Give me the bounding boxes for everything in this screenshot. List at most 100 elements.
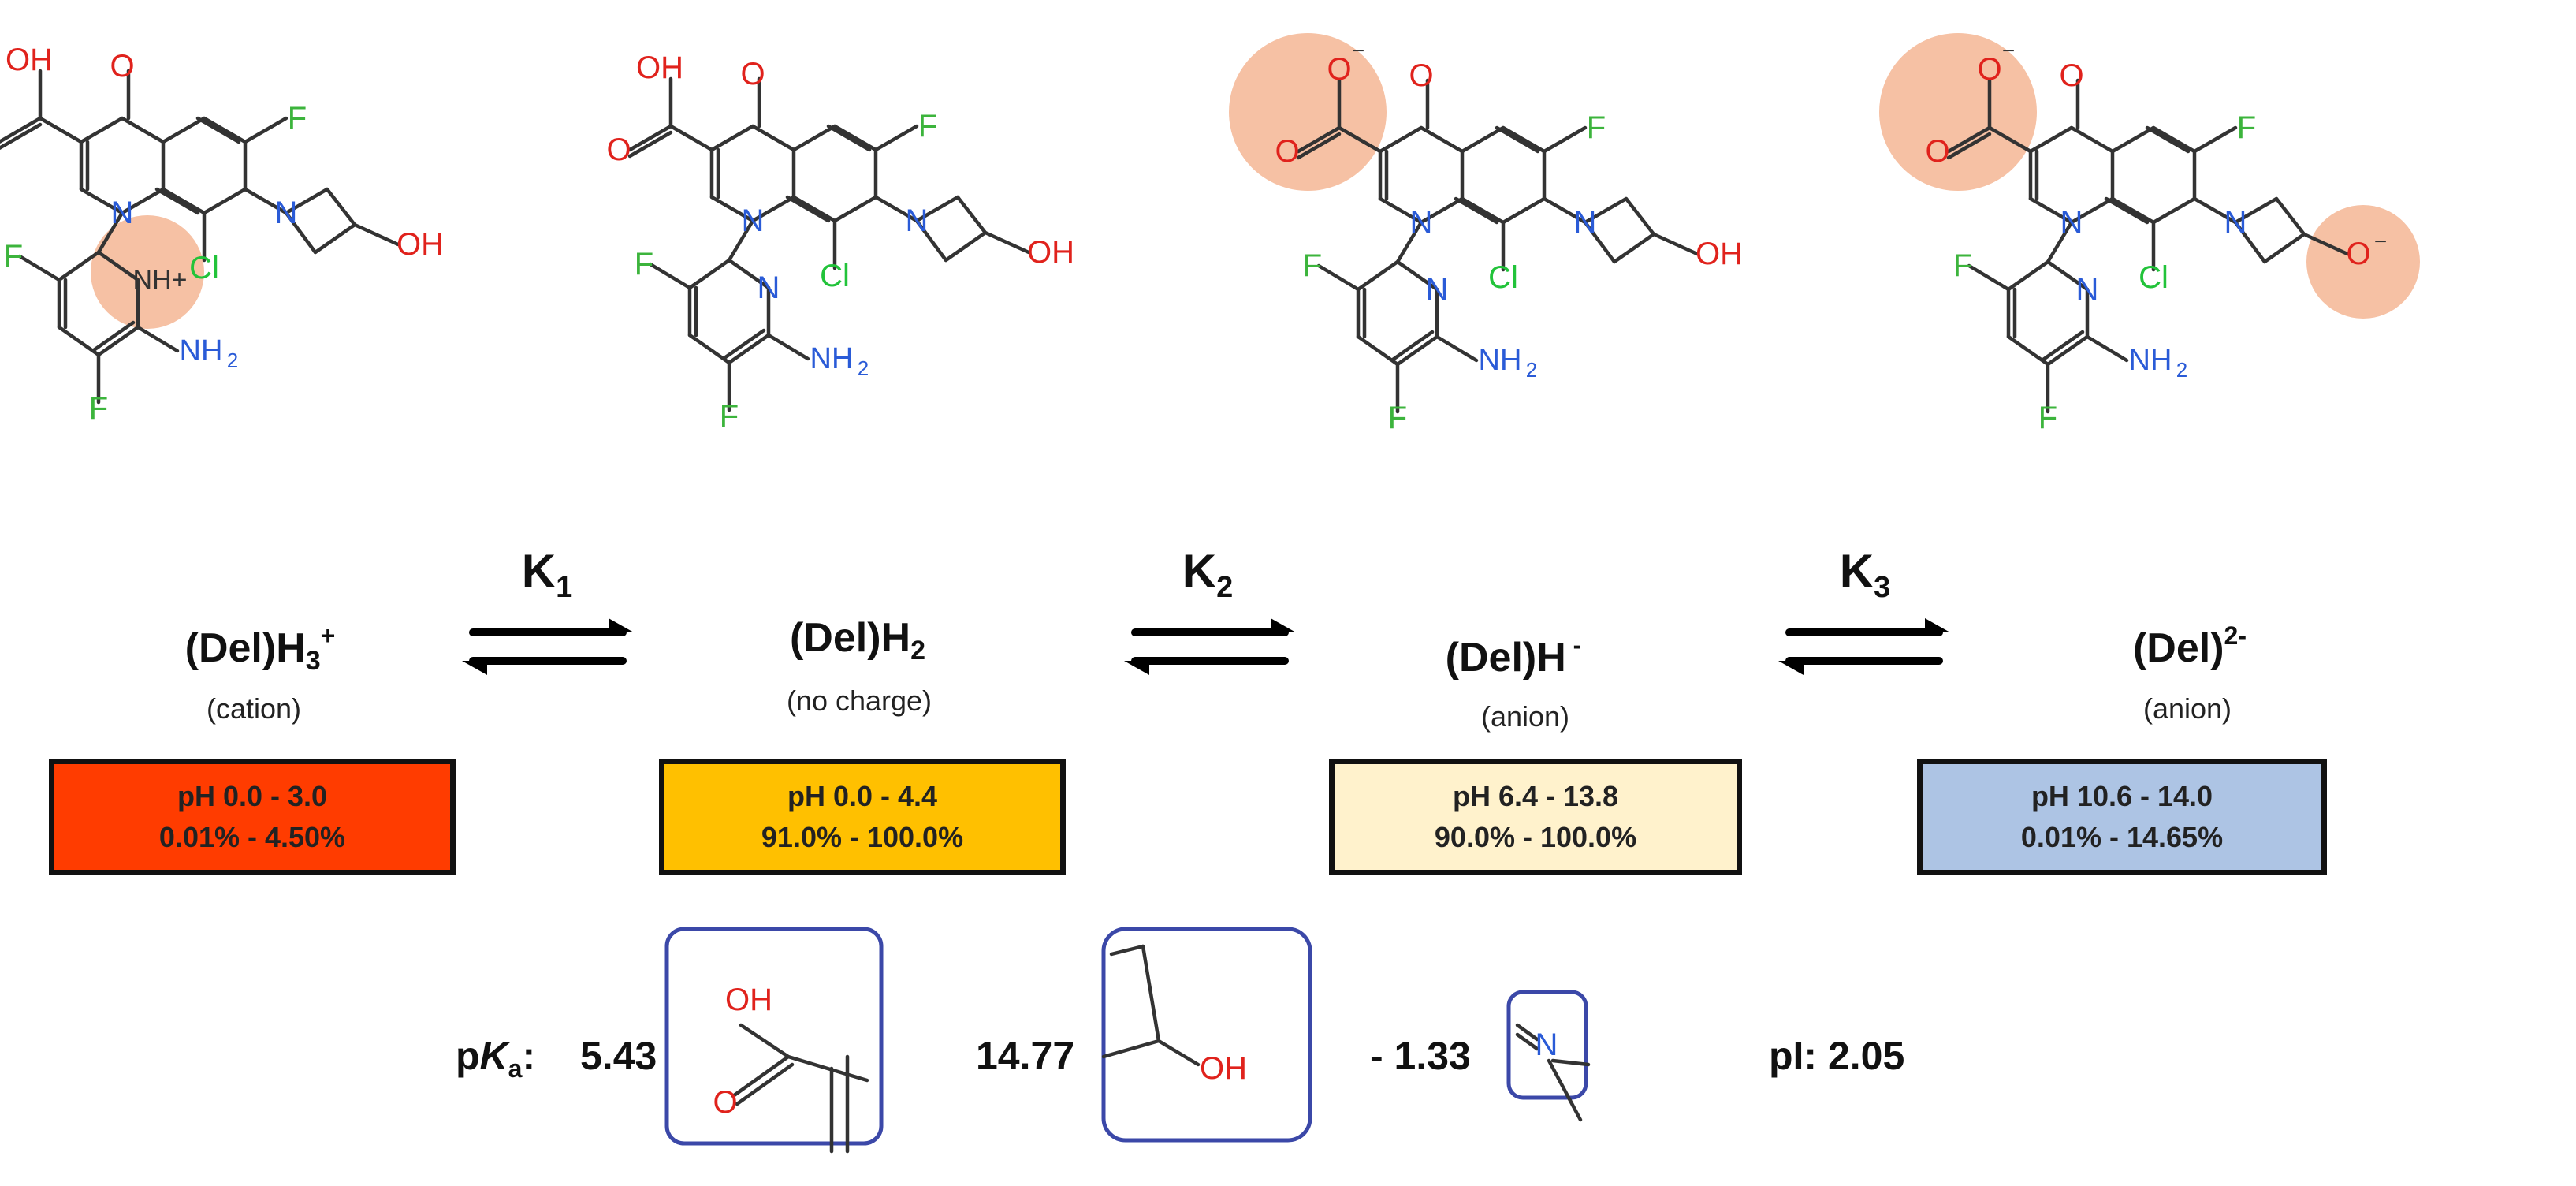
atom-label-f: F <box>288 101 307 136</box>
pka-value-carboxyl: 5.43 <box>580 1034 657 1078</box>
group-box-pyridine-n <box>1506 990 1588 1100</box>
atom-label-amine-nh2: NH <box>2129 344 2172 377</box>
ph-range-dianion: pH 10.6 - 14.0 <box>2031 780 2213 812</box>
bond <box>1395 220 1424 264</box>
bond <box>1946 125 1992 154</box>
bond <box>668 124 714 152</box>
ionization-highlight-carboxylate <box>1879 33 2037 191</box>
atom-label-carboxylate-o: O <box>1977 52 2001 87</box>
bond <box>735 1062 795 1106</box>
atom-label-amine-nh2: NH <box>1479 344 1522 377</box>
double-bond <box>1495 125 1540 154</box>
atom-label-carbonyl-o: O <box>713 1085 737 1120</box>
bond <box>709 124 755 152</box>
atom-label-f: F <box>1587 110 1606 145</box>
atom-label-azetidine-n: N <box>2224 205 2247 240</box>
atom-label-pyridine-n: N <box>1536 1027 1558 1062</box>
bond <box>1419 125 1465 154</box>
bond <box>120 187 166 215</box>
bond <box>1624 196 1656 237</box>
charge-minus: − <box>2002 39 2015 63</box>
bond <box>2233 220 2267 264</box>
charge-minus: − <box>1352 39 1364 63</box>
atom-label-carboxylate-o: O <box>1327 52 1351 87</box>
ph-range-cation: pH 0.0 - 3.0 <box>177 780 328 812</box>
bond <box>832 195 878 223</box>
bond <box>914 218 948 263</box>
bond <box>627 124 673 152</box>
double-bond <box>826 124 872 152</box>
ph-range-neutral: pH 0.0 - 4.4 <box>787 780 938 812</box>
bond <box>2151 125 2197 154</box>
bond <box>284 187 329 215</box>
bond <box>79 187 125 215</box>
bond <box>1583 196 1629 225</box>
atom-label-hydroxyl-oh: OH <box>396 227 444 262</box>
atom-label-f: F <box>1388 401 1407 435</box>
bond <box>1460 125 1506 154</box>
atom-label-f: F <box>4 239 23 274</box>
atom-label-alkoxide-o: O <box>2346 237 2370 271</box>
atom-label-quinolone-n: N <box>1410 205 1433 240</box>
bond <box>0 116 43 144</box>
bond <box>136 325 180 353</box>
atom-label-quinolone-n: N <box>742 203 765 238</box>
bond <box>38 116 84 144</box>
bond <box>1515 1023 1539 1042</box>
atom-label-hydroxyl-oh: OH <box>1200 1051 1247 1086</box>
bond <box>79 116 125 144</box>
atom-label-carbonyl-o: O <box>1925 134 1949 169</box>
atom-label-pyridine-n: N <box>758 270 780 305</box>
bond <box>1109 944 1145 957</box>
bond <box>1337 125 1383 154</box>
atom-label-quinolone-n: N <box>2060 205 2083 240</box>
bond <box>57 325 101 357</box>
bond <box>1419 196 1465 225</box>
bond <box>1501 125 1547 154</box>
equilibrium-arrow-k1-forward-head <box>609 618 634 632</box>
ph-range-box-dianion: pH 10.6 - 14.0 0.01% - 14.65% <box>1917 759 2327 875</box>
bond <box>687 258 731 290</box>
equilibrium-arrow-k1-reverse-head <box>462 661 487 675</box>
pka-label: pKa: <box>456 1034 536 1083</box>
atom-label-carbonyl-o: O <box>606 132 631 167</box>
atom-label-ketone-o: O <box>1409 58 1433 93</box>
bond <box>2046 220 2074 264</box>
atom-label-hydroxyl-oh: OH <box>1696 237 1743 271</box>
bond <box>243 116 288 144</box>
atom-label-azetidine-n: N <box>1574 205 1597 240</box>
bond <box>1583 220 1617 264</box>
atom-label-f: F <box>720 399 739 434</box>
bond <box>284 211 318 255</box>
pka-value-pyridine-n: - 1.33 <box>1370 1034 1471 1078</box>
bond <box>1395 259 1439 292</box>
atom-label-amine-sub: 2 <box>1526 358 1537 382</box>
atom-label-hydroxyl-oh: OH <box>1027 235 1074 270</box>
percent-range-neutral: 91.0% - 100.0% <box>761 821 964 853</box>
bond <box>2069 196 2115 225</box>
bond <box>1356 259 1400 292</box>
bond <box>313 222 357 255</box>
bond <box>766 333 810 361</box>
bond <box>1101 1039 1161 1059</box>
percent-range-cation: 0.01% - 4.50% <box>158 821 346 853</box>
bond <box>791 195 837 223</box>
bond <box>352 222 400 247</box>
bond <box>1378 196 1424 225</box>
bond <box>2046 259 2090 292</box>
atom-label-f: F <box>89 391 108 426</box>
atom-label-carbonyl-o: O <box>0 125 1 159</box>
charge-label-dianion: (anion) <box>2142 692 2232 725</box>
equilibrium-arrow-k3-reverse-head <box>1778 661 1804 675</box>
ionization-highlight-alkoxide <box>2306 205 2420 319</box>
ph-range-anion: pH 6.4 - 13.8 <box>1452 780 1619 812</box>
bond <box>2151 196 2197 225</box>
bond <box>161 187 207 215</box>
bond <box>57 250 101 282</box>
bond <box>2046 334 2090 367</box>
bond <box>786 1054 869 1083</box>
bond <box>873 124 919 152</box>
atom-label-carboxyl-oh: OH <box>725 983 772 1017</box>
charge-label-neutral: (no charge) <box>786 684 932 717</box>
